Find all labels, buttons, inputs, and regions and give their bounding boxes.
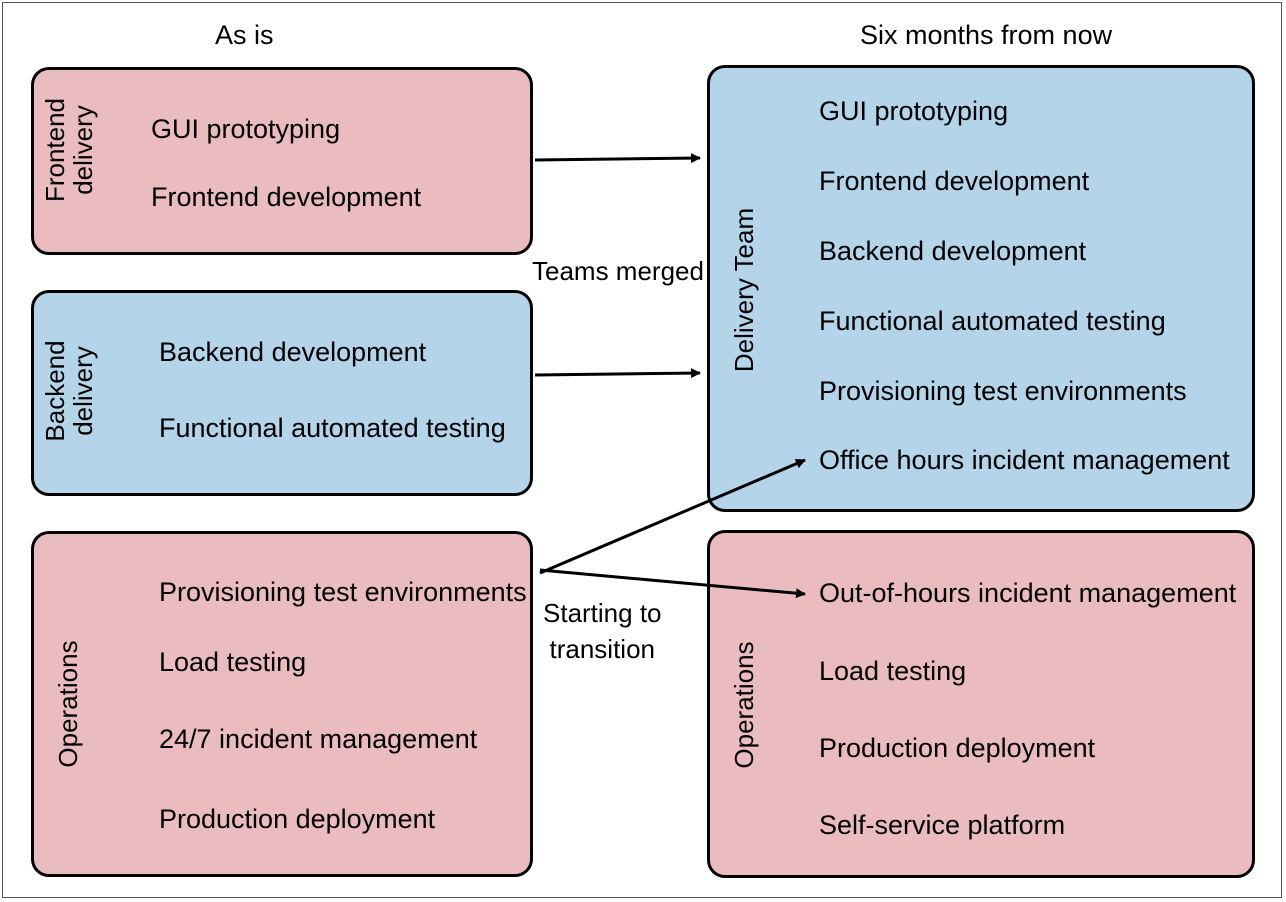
ops-left-item-load-testing: Load testing bbox=[159, 647, 307, 677]
ops-left-item-production-deployment: Production deployment bbox=[159, 804, 436, 834]
backend-item-functional-testing: Functional automated testing bbox=[159, 413, 506, 443]
operations-future-box: Operations Out-of-hours incident managem… bbox=[707, 530, 1255, 878]
ops-right-item-self-service: Self-service platform bbox=[819, 810, 1066, 840]
ops-left-item-incident-management: 24/7 incident management bbox=[159, 724, 478, 754]
operations-as-is-box: Operations Provisioning test environment… bbox=[31, 531, 533, 877]
frontend-to-delivery-arrow bbox=[534, 153, 701, 164]
delivery-item-frontend-development: Frontend development bbox=[819, 166, 1090, 196]
teams-merged-note: Teams merged bbox=[532, 256, 704, 286]
delivery-item-office-hours-incident: Office hours incident management bbox=[819, 445, 1230, 475]
delivery-item-gui-prototyping: GUI prototyping bbox=[819, 96, 1009, 126]
ops-right-item-out-of-hours-incident: Out-of-hours incident management bbox=[819, 578, 1237, 608]
frontend-item-gui-prototyping: GUI prototyping bbox=[151, 114, 341, 144]
delivery-team-box: Delivery Team GUI prototyping Frontend d… bbox=[707, 65, 1255, 512]
ops-to-delivery-arrow bbox=[539, 458, 806, 575]
delivery-item-functional-testing: Functional automated testing bbox=[819, 306, 1166, 336]
ops-right-item-load-testing: Load testing bbox=[819, 656, 967, 686]
six-months-title: Six months from now bbox=[860, 20, 1113, 50]
delivery-item-provisioning: Provisioning test environments bbox=[819, 376, 1187, 406]
ops-left-item-provisioning: Provisioning test environments bbox=[159, 577, 527, 607]
frontend-item-frontend-development: Frontend development bbox=[151, 182, 422, 212]
ops-to-ops-arrow bbox=[539, 568, 806, 599]
ops-right-item-production-deployment: Production deployment bbox=[819, 733, 1096, 763]
backend-item-backend-development: Backend development bbox=[159, 337, 427, 367]
as-is-title: As is bbox=[215, 20, 274, 50]
delivery-item-backend-development: Backend development bbox=[819, 236, 1087, 266]
backend-to-delivery-arrow bbox=[534, 368, 701, 379]
